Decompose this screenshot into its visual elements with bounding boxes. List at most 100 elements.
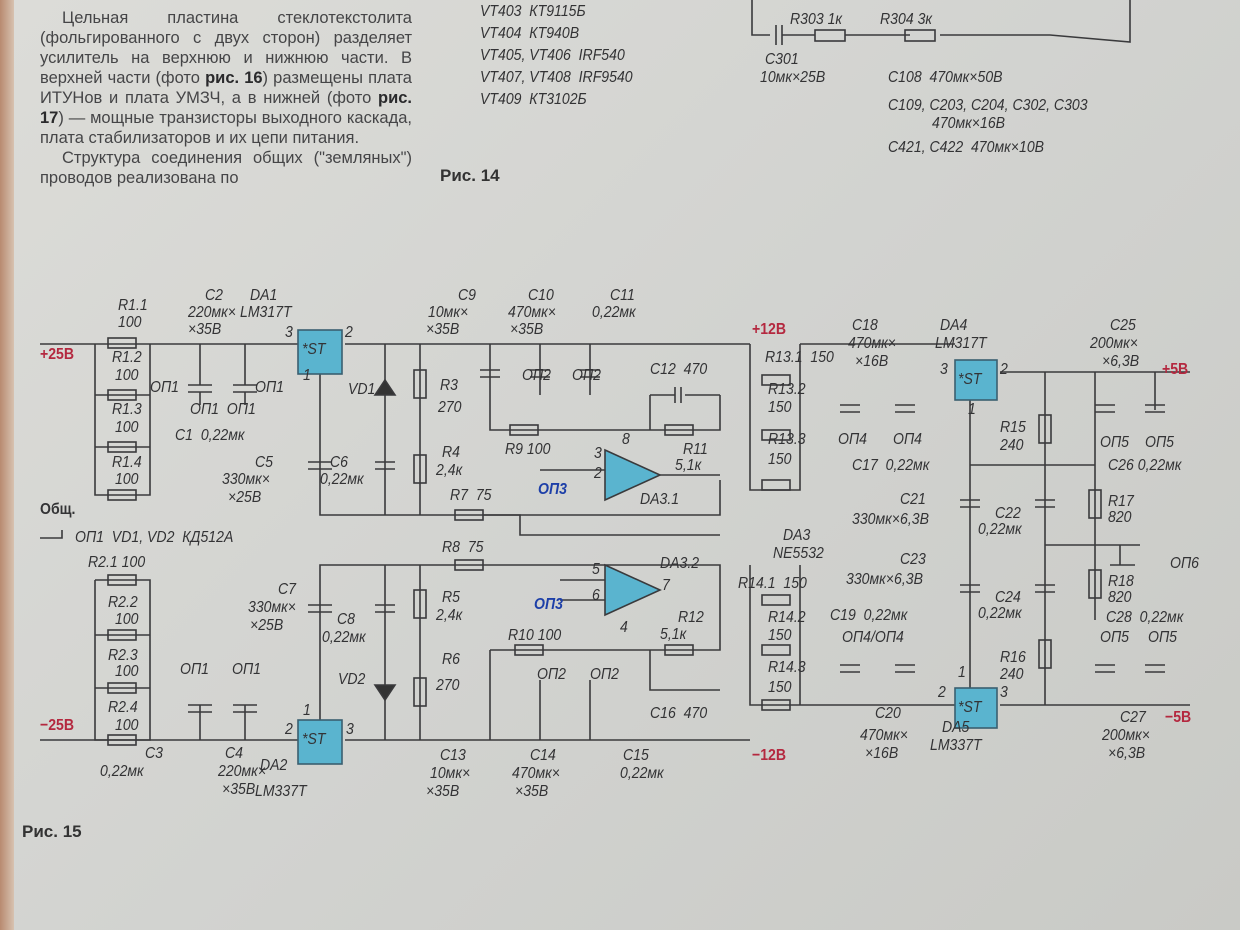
schematic-label: ×25В bbox=[250, 617, 284, 634]
text: Цельная пластина стеклотекстолита (фольг… bbox=[40, 9, 412, 87]
schematic-label: 7 bbox=[662, 577, 670, 594]
paragraph-2: Структура соединения общих ("земляных") … bbox=[40, 149, 412, 187]
schematic-label: 150 bbox=[768, 451, 792, 468]
schematic-label: ×35В bbox=[222, 781, 256, 798]
schematic-label: R9 100 bbox=[505, 441, 551, 458]
schematic-label: 100 bbox=[115, 419, 139, 436]
schematic-label: R6 bbox=[442, 651, 460, 668]
fig14-note: C421, C422 470мк×10В bbox=[888, 139, 1045, 156]
schematic-label: ОП1 bbox=[232, 661, 261, 678]
schematic-label: 1 bbox=[958, 664, 966, 681]
schematic-label: 330мк×6,3В bbox=[846, 571, 923, 588]
schematic-label: −25В bbox=[40, 717, 75, 734]
schematic-label: 200мк× bbox=[1090, 335, 1139, 352]
schematic-label: C28 0,22мк bbox=[1106, 609, 1184, 626]
schematic-label: C14 bbox=[530, 747, 556, 764]
schematic-label: ОП5 bbox=[1100, 629, 1129, 646]
page-edge bbox=[0, 0, 14, 930]
schematic-label: ОП2 bbox=[590, 666, 619, 683]
schematic-label: DA4 bbox=[940, 317, 968, 334]
schematic-label: C13 bbox=[440, 747, 466, 764]
schematic-label: 0,22мк bbox=[592, 304, 636, 321]
schematic-label: 200мк× bbox=[1102, 727, 1151, 744]
schematic-label: C6 bbox=[330, 454, 348, 471]
schematic-label: 3 bbox=[1000, 684, 1008, 701]
schematic-label: 100 bbox=[115, 471, 139, 488]
schematic-label: 150 bbox=[768, 679, 792, 696]
schematic-label: ОП2 bbox=[537, 666, 566, 683]
schematic-label: R2.2 bbox=[108, 594, 138, 611]
schematic-label: R14.2 bbox=[768, 609, 806, 626]
schematic-label: ОП5 bbox=[1100, 434, 1129, 451]
schematic-label: R2.1 100 bbox=[88, 554, 146, 571]
schematic-label: DA2 bbox=[260, 757, 288, 774]
schematic-label: C1 0,22мк bbox=[175, 427, 245, 444]
schematic-label: R3 bbox=[440, 377, 458, 394]
schematic-label: R13.2 bbox=[768, 381, 806, 398]
article-text: Цельная пластина стеклотекстолита (фольг… bbox=[40, 8, 412, 188]
schematic-label: ×35В bbox=[426, 783, 460, 800]
schematic-label: R10 100 bbox=[508, 627, 562, 644]
schematic-label: ОП2 bbox=[522, 367, 551, 384]
schematic-label: R1.3 bbox=[112, 401, 142, 418]
schematic-label: ×35В bbox=[510, 321, 544, 338]
schematic-label: C20 bbox=[875, 705, 901, 722]
schematic-label: C10 bbox=[528, 287, 554, 304]
schematic-label: 820 bbox=[1108, 589, 1132, 606]
schematic-label: DA3.1 bbox=[640, 491, 680, 508]
schematic-label: R14.3 bbox=[768, 659, 806, 676]
schematic-label: C11 bbox=[610, 287, 635, 304]
schematic-label: −5В bbox=[1165, 709, 1192, 726]
schematic-label: C8 bbox=[337, 611, 355, 628]
schematic-label: 10мк× bbox=[428, 304, 469, 321]
schematic-label: 0,22мк bbox=[620, 765, 664, 782]
schematic-label: ×35В bbox=[188, 321, 222, 338]
schematic-label: 470мк× bbox=[512, 765, 561, 782]
schematic-label: 2,4к bbox=[436, 607, 463, 624]
schematic-label: R1.1 bbox=[118, 297, 148, 314]
schematic-label: ×16В bbox=[865, 745, 899, 762]
schematic-label: DA3.2 bbox=[660, 555, 700, 572]
transistor-list-item: VT407, VT408 IRF9540 bbox=[480, 69, 633, 86]
schematic-label: 4 bbox=[620, 619, 628, 636]
schematic-label: 150 bbox=[768, 627, 792, 644]
transistor-list-item: VT404 КТ940В bbox=[480, 25, 580, 42]
schematic-label: ОП1 bbox=[255, 379, 284, 396]
schematic-label: 330мк× bbox=[222, 471, 271, 488]
schematic-label: ОП4 bbox=[893, 431, 922, 448]
schematic-label: R2.4 bbox=[108, 699, 138, 716]
schematic-label: ОП1 ОП1 bbox=[190, 401, 256, 418]
schematic-label: DA1 bbox=[250, 287, 278, 304]
schematic-label: C16 470 bbox=[650, 705, 708, 722]
schematic-label: 0,22мк bbox=[320, 471, 364, 488]
schematic-label: VD1 bbox=[348, 381, 376, 398]
text: ) размещены плата ИТУНов и плата УМЗЧ, а… bbox=[40, 69, 412, 107]
schematic-label: R1.4 bbox=[112, 454, 142, 471]
schematic-label: ×35В bbox=[515, 783, 549, 800]
schematic-label: 330мк×6,3В bbox=[852, 511, 929, 528]
schematic-label: 330мк× bbox=[248, 599, 297, 616]
schematic-label: 0,22мк bbox=[978, 605, 1022, 622]
schematic-label: +5В bbox=[1162, 361, 1189, 378]
schematic-label: 270 bbox=[436, 677, 460, 694]
schematic-label: C27 bbox=[1120, 709, 1146, 726]
fig14-caption: Рис. 14 bbox=[440, 166, 500, 185]
schematic-label: NE5532 bbox=[773, 545, 824, 562]
schematic-label: 150 bbox=[768, 399, 792, 416]
schematic-label: 5 bbox=[592, 561, 600, 578]
fig14-note: C108 470мк×50В bbox=[888, 69, 1003, 86]
fig14-note: 470мк×16В bbox=[932, 115, 1006, 132]
schematic-label: 470мк× bbox=[860, 727, 909, 744]
schematic-label: 2,4к bbox=[436, 462, 463, 479]
schematic-label: DA3 bbox=[783, 527, 811, 544]
schematic-label: C15 bbox=[623, 747, 649, 764]
schematic-label: ×35В bbox=[426, 321, 460, 338]
schematic-label: R17 bbox=[1108, 493, 1134, 510]
schematic-label: R13.3 bbox=[768, 431, 806, 448]
schematic-label: ОП4/ОП4 bbox=[842, 629, 904, 646]
schematic-label: 3 bbox=[285, 324, 293, 341]
schematic-label: 5,1к bbox=[675, 457, 702, 474]
schematic-label: ОП5 bbox=[1145, 434, 1174, 451]
schematic-label: R8 75 bbox=[442, 539, 484, 556]
schematic-label: 100 bbox=[115, 663, 139, 680]
